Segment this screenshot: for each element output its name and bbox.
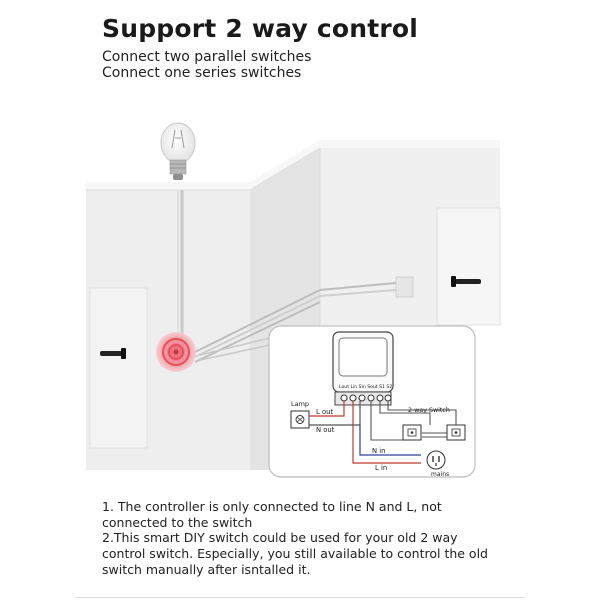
mains-plug-icon [426,450,446,470]
wall-switch-right [395,276,414,298]
note-diy-switch: 2.This smart DIY switch could be used fo… [102,530,488,577]
right-door-handle [455,279,481,284]
bottom-divider [75,597,525,598]
controller-glow-icon [156,332,196,372]
lamp-icon [290,410,310,429]
two-way-switch-icon-a [402,424,422,441]
n-in-label: N in [372,447,385,455]
wire-n-in [359,425,421,456]
wire-l-out [309,401,345,417]
wire-switch-1 [379,401,431,425]
l-out-label: L out [316,408,333,416]
wire-l-in [352,401,421,464]
left-door-handle [100,351,124,356]
wire-switch-2 [387,401,457,425]
terminal-labels: Lout Lin Sin Sout S1 S2 [339,384,392,390]
lamp-label: Lamp [291,400,309,408]
right-door [436,207,501,326]
smart-switch-module [332,331,394,406]
light-bulb-icon [160,122,196,180]
n-out-label: N out [316,426,335,434]
ceiling-edge [86,140,500,190]
two-way-switch-icon-b [446,424,466,441]
two-way-switch-label: 2-way Switch [408,407,450,414]
installation-scene: Lout Lin Sin Sout S1 S2 Lamp L out N out… [86,122,501,478]
note-controller-wiring: 1. The controller is only connected to l… [102,499,442,530]
mains-label: mains [431,471,449,478]
l-in-label: L in [375,464,387,472]
subtitle-parallel: Connect two parallel switches [102,49,312,65]
subtitle-series: Connect one series switches [102,65,302,81]
page-title: Support 2 way control [102,14,419,43]
left-door [89,287,148,449]
